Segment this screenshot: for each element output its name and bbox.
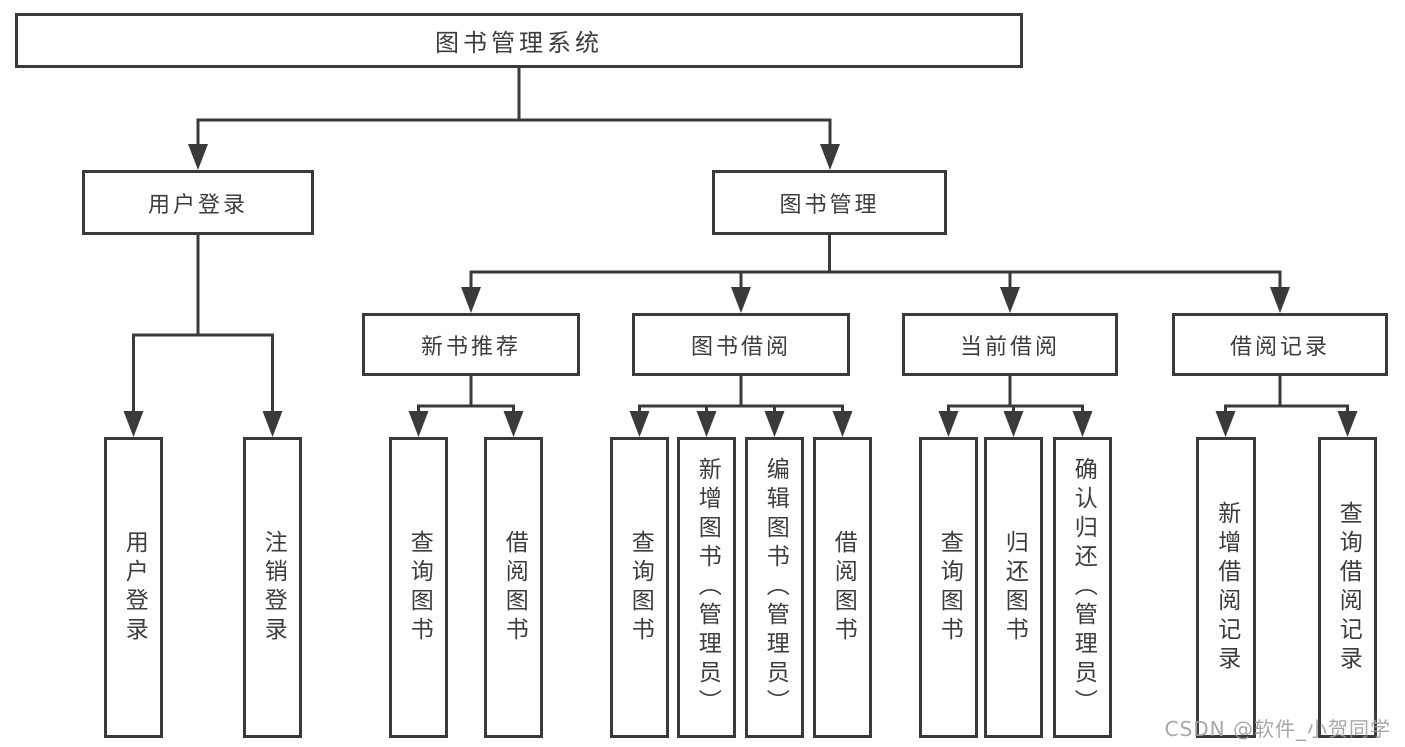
node-user-login-label: 用户登录 — [147, 192, 248, 218]
leaf-confirm-return-admin: 确认归还（管理员） — [1053, 437, 1112, 738]
node-book-management-label: 图书管理 — [779, 192, 880, 218]
node-user-login: 用户登录 — [82, 170, 314, 235]
leaf-edit-book-admin: 编辑图书（管理员） — [745, 437, 804, 738]
leaf-query-books-current-label: 查询图书 — [936, 529, 963, 646]
leaf-logout: 注销登录 — [243, 437, 302, 738]
leaf-logout-label: 注销登录 — [260, 529, 287, 646]
node-book-borrowing-label: 图书借阅 — [690, 334, 791, 360]
node-system-root-label: 图书管理系统 — [435, 29, 603, 57]
leaf-borrow-books-recommend: 借阅图书 — [484, 437, 543, 738]
node-book-borrowing: 图书借阅 — [632, 313, 850, 376]
leaf-add-book-admin-label: 新增图书（管理员） — [694, 457, 721, 718]
leaf-query-borrow-record: 查询借阅记录 — [1318, 437, 1377, 738]
leaf-return-book: 归还图书 — [984, 437, 1043, 738]
leaf-user-login-label: 用户登录 — [121, 529, 148, 646]
leaf-query-books-recommend: 查询图书 — [389, 437, 448, 738]
leaf-borrow-books-recommend-label: 借阅图书 — [501, 529, 528, 646]
node-system-root: 图书管理系统 — [15, 13, 1023, 68]
node-borrow-records: 借阅记录 — [1172, 313, 1388, 376]
node-current-borrowing-label: 当前借阅 — [959, 334, 1060, 360]
leaf-return-book-label: 归还图书 — [1001, 529, 1028, 646]
leaf-query-borrow-record-label: 查询借阅记录 — [1335, 500, 1362, 675]
node-book-management: 图书管理 — [712, 170, 947, 235]
leaf-borrow-books: 借阅图书 — [813, 437, 872, 738]
leaf-confirm-return-admin-label: 确认归还（管理员） — [1070, 457, 1097, 718]
leaf-user-login: 用户登录 — [104, 437, 163, 738]
leaf-add-book-admin: 新增图书（管理员） — [677, 437, 736, 738]
leaf-query-books-current: 查询图书 — [919, 437, 978, 738]
node-borrow-records-label: 借阅记录 — [1229, 334, 1330, 360]
node-new-book-recommend: 新书推荐 — [362, 313, 580, 376]
leaf-borrow-books-label: 借阅图书 — [830, 529, 857, 646]
leaf-add-borrow-record-label: 新增借阅记录 — [1213, 500, 1240, 675]
node-new-book-recommend-label: 新书推荐 — [420, 334, 521, 360]
leaf-query-books-recommend-label: 查询图书 — [406, 529, 433, 646]
csdn-watermark: CSDN @软件_小贺同学 — [1164, 717, 1391, 741]
leaf-query-books-borrowing-label: 查询图书 — [627, 529, 654, 646]
leaf-edit-book-admin-label: 编辑图书（管理员） — [762, 457, 789, 718]
leaf-add-borrow-record: 新增借阅记录 — [1196, 437, 1256, 738]
leaf-query-books-borrowing: 查询图书 — [610, 437, 669, 738]
node-current-borrowing: 当前借阅 — [902, 313, 1118, 376]
arrowheads — [123, 144, 1358, 437]
